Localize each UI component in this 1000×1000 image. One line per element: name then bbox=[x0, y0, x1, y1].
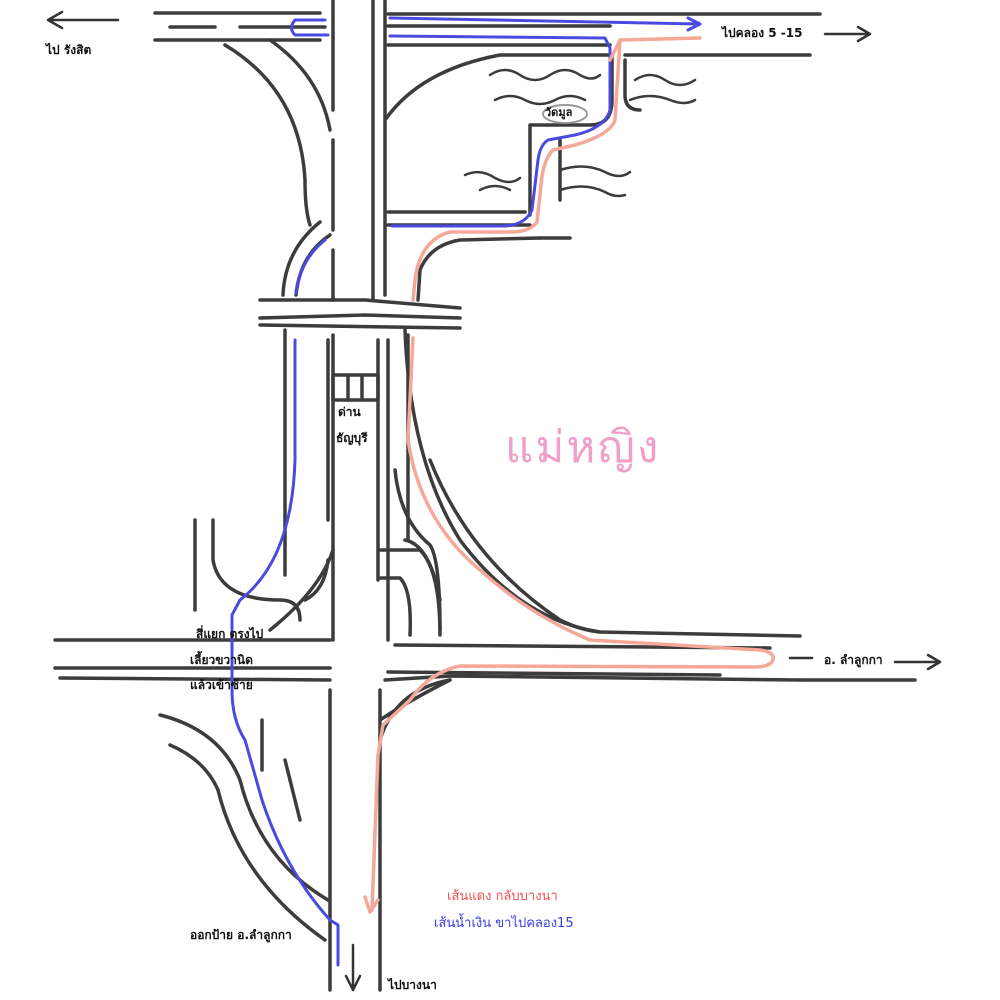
red-route-segment bbox=[411, 38, 622, 302]
arrow-right-icon bbox=[893, 653, 942, 671]
arrow-left-icon bbox=[46, 10, 120, 30]
label-thanyaburi: ธัญบุรี bbox=[336, 431, 368, 445]
blue-route-segment bbox=[388, 34, 612, 228]
blue-route-segment bbox=[290, 18, 330, 37]
label-intersection-1: สี่แยก ตรงไป bbox=[196, 627, 264, 641]
label-to-khlong: ไปคลอง 5 -15 bbox=[722, 26, 803, 40]
legend-red-line: เส้นแดง กลับบางนา bbox=[447, 889, 558, 904]
road-network bbox=[53, 0, 917, 992]
blue-route-segment bbox=[294, 238, 327, 295]
blue-route-segment bbox=[388, 16, 702, 32]
label-toll: ด่าน bbox=[338, 405, 361, 419]
label-to-lamlukka: อ. ลำลูกกา bbox=[824, 653, 883, 667]
label-intersection-3: แล้วเข้าซ้าย bbox=[190, 678, 253, 692]
red-route-segment bbox=[363, 336, 775, 914]
arrow-down-icon bbox=[344, 943, 362, 992]
legend-blue-line: เส้นน้ำเงิน ขาไปคลอง15 bbox=[434, 916, 574, 931]
label-to-bangna: ไปบางนา bbox=[388, 978, 437, 992]
canal-waves bbox=[463, 68, 697, 198]
label-to-rangsit: ไป รังสิต bbox=[46, 43, 92, 57]
label-intersection-2: เลี้ยวขวานิด bbox=[190, 653, 253, 667]
temple-icon bbox=[542, 104, 588, 124]
watermark-text: แม่หญิง bbox=[505, 422, 661, 473]
blue-route-segment bbox=[230, 338, 340, 967]
arrow-right-icon bbox=[823, 25, 872, 43]
label-wat-mun: วัดมูล bbox=[545, 106, 573, 119]
label-exit-lamlukka: ออกป้าย อ.ลำลูกกา bbox=[190, 928, 292, 942]
